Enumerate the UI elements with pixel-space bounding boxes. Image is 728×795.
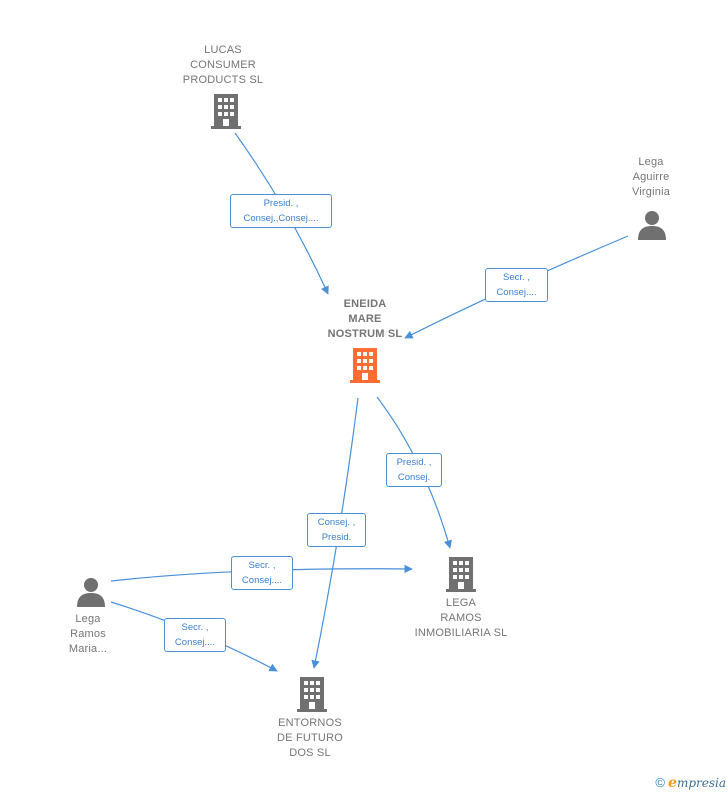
node-label-line: PRODUCTS SL (182, 74, 264, 86)
node-label-entornos[interactable]: ENTORNOS DE FUTURO DOS SL (260, 716, 360, 761)
node-label-lucas[interactable]: LUCAS CONSUMER PRODUCTS SL (173, 43, 273, 88)
edge-role-line: Presid. (321, 532, 352, 543)
edge-role-line: Consej.... (174, 637, 216, 648)
node-label-line: RAMOS (440, 612, 482, 624)
edge-role-label[interactable]: Secr. , Consej.... (485, 268, 548, 302)
brand-footer[interactable]: ©empresia (655, 775, 726, 791)
node-label-line: LEGA (445, 597, 477, 609)
edge-role-line: Presid. , (396, 457, 432, 468)
node-label-lega-ramos-inm[interactable]: LEGA RAMOS INMOBILIARIA SL (398, 596, 524, 641)
edge-role-label[interactable]: Presid. , Consej. (386, 453, 442, 487)
edge-role-label[interactable]: Presid. , Consej.,Consej.... (230, 194, 332, 228)
node-label-line: ENEIDA (343, 298, 387, 310)
node-label-line: INMOBILIARIA SL (414, 627, 508, 639)
node-label-line: MARE (348, 313, 382, 325)
node-label-line: Ramos (70, 628, 106, 640)
node-label-line: NOSTRUM SL (327, 328, 403, 340)
copyright-icon: © (655, 775, 666, 790)
node-label-line: DOS SL (289, 747, 331, 759)
node-label-line: Aguirre (632, 171, 670, 183)
node-label-line: LUCAS (204, 44, 242, 56)
edge-role-line: Secr. , (503, 272, 530, 283)
node-label-line: CONSUMER (190, 59, 256, 71)
node-label-line: Virginia (631, 186, 671, 198)
edge-role-line: Secr. , (248, 560, 276, 571)
person-icon-lega-aguirre[interactable] (638, 211, 666, 240)
edge-role-label[interactable]: Secr. , Consej.... (164, 618, 226, 652)
node-label-line: ENTORNOS (278, 717, 342, 729)
brand-logo-letter: e (668, 775, 677, 791)
node-label-line: DE FUTURO (277, 732, 343, 744)
edge-role-line: Secr. , (181, 622, 209, 633)
node-label-line: Lega (75, 613, 101, 625)
node-label-eneida[interactable]: ENEIDA MARE NOSTRUM SL (305, 297, 425, 342)
building-icon-lega-ramos-inm[interactable] (446, 557, 476, 592)
edge-role-label[interactable]: Consej. , Presid. (307, 513, 366, 547)
edge-lines (110, 132, 629, 672)
building-icon-entornos[interactable] (297, 677, 327, 712)
edge-role-line: Consej.,Consej.... (243, 213, 319, 224)
node-label-line: Maria... (68, 643, 108, 655)
edge-role-line: Presid. , (263, 198, 299, 209)
node-label-line: Lega (638, 156, 664, 168)
edge-role-line: Consej.... (241, 575, 283, 586)
building-icon-eneida[interactable] (350, 348, 380, 383)
edge-role-line: Consej.... (496, 287, 537, 298)
edge-role-line: Consej. , (317, 517, 356, 528)
building-icon-lucas[interactable] (211, 94, 241, 129)
edge-role-label[interactable]: Secr. , Consej.... (231, 556, 293, 590)
brand-logo-text: mpresia (676, 776, 726, 790)
person-icon-lega-ramos-maria[interactable] (77, 578, 105, 607)
edge-role-line: Consej. (397, 472, 431, 483)
